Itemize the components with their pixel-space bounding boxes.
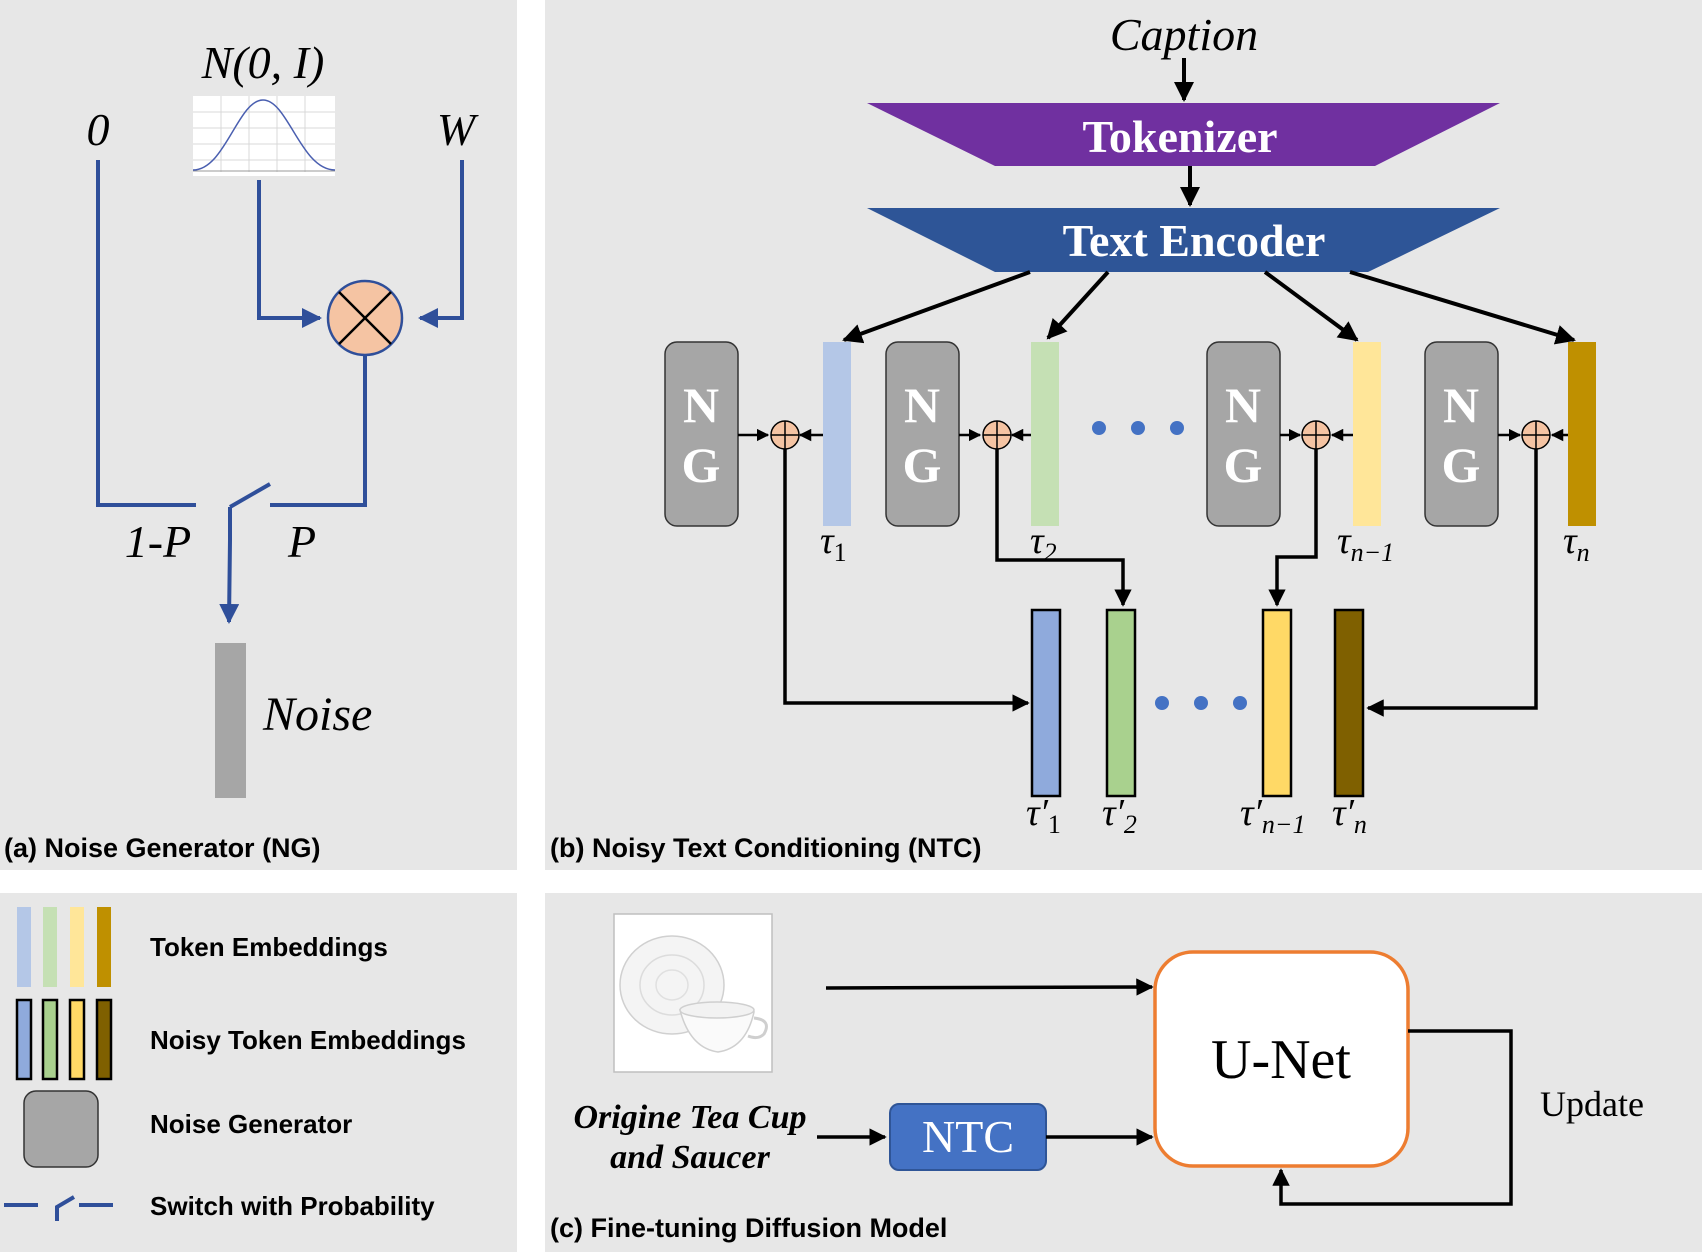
legend-noisy-label: Noisy Token Embeddings: [150, 1025, 466, 1055]
gaussian-plot-icon: [192, 96, 336, 176]
legend-token-swatches: [17, 907, 111, 987]
adder-node-1: [770, 420, 800, 450]
legend-noisy-swatches: [15, 998, 113, 1081]
legend-switch-label: Switch with Probability: [150, 1191, 435, 1221]
update-label: Update: [1540, 1084, 1644, 1124]
tau-prime-label-1: τ′1: [1026, 792, 1061, 839]
noise-bar: [215, 643, 246, 798]
legend-ng-label: Noise Generator: [150, 1109, 352, 1139]
text-encoder-block: [867, 208, 1500, 272]
label-zero: 0: [87, 104, 110, 155]
svg-text:G: G: [1442, 437, 1481, 493]
tokenizer-label: Tokenizer: [1082, 111, 1277, 162]
unet-block: [1153, 950, 1410, 1168]
panel-a: N(0, I) 0 W 1-P: [4, 37, 479, 863]
unet-label: U-Net: [1211, 1029, 1351, 1091]
legend-token-label: Token Embeddings: [150, 932, 388, 962]
noisy-embedding-1: [1030, 608, 1062, 798]
panel-b: Caption Tokenizer Text Encoder N G N G N…: [550, 9, 1596, 863]
caption-input-label: Caption: [1110, 9, 1258, 60]
svg-text:N: N: [683, 377, 719, 433]
update-loop-arrow: [1272, 1029, 1513, 1206]
ellipsis-lower: [1155, 696, 1247, 710]
label-w: W: [437, 104, 479, 155]
tau-prime-label-n: τ′n: [1332, 792, 1367, 839]
token-embedding-2: [1031, 342, 1059, 526]
text-encoder-label: Text Encoder: [1063, 215, 1326, 266]
label-noise: Noise: [262, 688, 372, 741]
label-one-minus-p: 1-P: [125, 516, 191, 567]
label-p: P: [287, 516, 316, 567]
noisy-embedding-n-minus-1: [1261, 608, 1293, 798]
panel-c-caption: (c) Fine-tuning Diffusion Model: [550, 1213, 947, 1243]
label-normal: N(0, I): [201, 37, 325, 88]
ng-box-2: N G: [885, 341, 960, 527]
ng-box-4: N G: [1424, 341, 1499, 527]
tau-prime-label-n-minus-1: τ′n−1: [1240, 792, 1305, 839]
legend-ng-swatch: [23, 1090, 99, 1168]
ng-box-3: N G: [1206, 341, 1281, 527]
prompt-line-2: and Saucer: [610, 1139, 770, 1176]
panel-c: Origine Tea Cup and Saucer NTC U-Net Upd…: [550, 913, 1644, 1243]
tokenizer-block: [867, 103, 1500, 166]
svg-text:G: G: [1224, 437, 1263, 493]
svg-text:N: N: [904, 377, 940, 433]
multiply-node: [326, 279, 404, 357]
adder-node-3: [1301, 420, 1331, 450]
token-embedding-n: [1568, 342, 1596, 526]
ntc-label: NTC: [922, 1111, 1014, 1162]
token-embedding-1: [823, 342, 851, 526]
svg-text:G: G: [903, 437, 942, 493]
switch-icon: [4, 1195, 113, 1221]
ellipsis-upper: [1092, 421, 1184, 435]
adder-node-2: [982, 420, 1012, 450]
legend: Token Embeddings Noisy Token Embeddings …: [4, 907, 466, 1221]
teacup-image: [613, 913, 773, 1073]
tau-label-n-minus-1: τn−1: [1337, 520, 1394, 567]
svg-text:N: N: [1225, 377, 1261, 433]
svg-text:N: N: [1443, 377, 1479, 433]
panel-b-caption: (b) Noisy Text Conditioning (NTC): [550, 833, 981, 863]
token-embedding-n-minus-1: [1353, 342, 1381, 526]
tau-prime-label-2: τ′2: [1102, 792, 1137, 839]
adder-node-4: [1521, 420, 1551, 450]
ng-box-1: N G: [664, 341, 739, 527]
tau-label-1: τ1: [820, 520, 847, 567]
prompt-line-1: Origine Tea Cup: [573, 1099, 806, 1136]
svg-text:G: G: [682, 437, 721, 493]
panel-a-caption: (a) Noise Generator (NG): [4, 833, 321, 863]
noisy-embedding-n: [1333, 608, 1365, 798]
tau-label-n: τn: [1563, 520, 1590, 567]
legend-bg: [0, 893, 517, 1252]
noisy-embedding-2: [1105, 608, 1137, 798]
